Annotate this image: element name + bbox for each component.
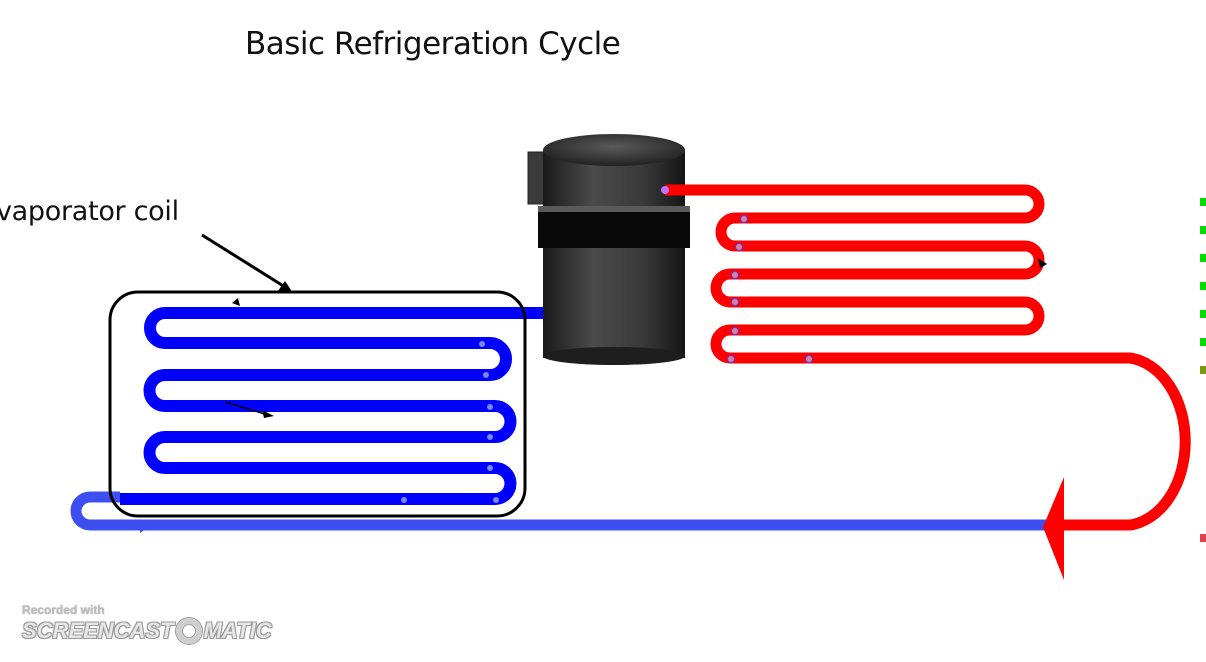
watermark-brand-left: SCREENCAST	[22, 618, 174, 643]
screencast-watermark: Recorded with SCREENCAST MATIC	[22, 603, 272, 644]
edge-markers	[1200, 0, 1206, 662]
edge-marker	[1200, 534, 1206, 542]
evaporator-coil-label: vaporator coil	[0, 196, 179, 227]
small-arrow-icon	[262, 410, 274, 418]
pointer-arrow	[201, 233, 293, 293]
watermark-caption: Recorded with	[22, 603, 105, 617]
diagram-title: Basic Refrigeration Cycle	[245, 26, 621, 62]
edge-marker	[1200, 226, 1206, 234]
edge-marker	[1200, 338, 1206, 346]
edge-marker	[1200, 282, 1206, 290]
compressor	[527, 134, 690, 365]
edge-marker	[1200, 366, 1206, 374]
edge-marker	[1200, 254, 1206, 262]
evaporator-coil	[120, 298, 577, 505]
watermark-brand-right: MATIC	[203, 618, 272, 643]
record-ring-icon	[175, 618, 202, 644]
flow-arrowhead	[140, 519, 150, 533]
flow-direction-arrow	[1043, 477, 1064, 580]
evaporator-outline	[108, 290, 527, 518]
liquid-line	[70, 491, 1050, 533]
condenser-coil	[661, 184, 1191, 531]
edge-marker	[1200, 198, 1206, 206]
edge-marker	[1200, 310, 1206, 318]
